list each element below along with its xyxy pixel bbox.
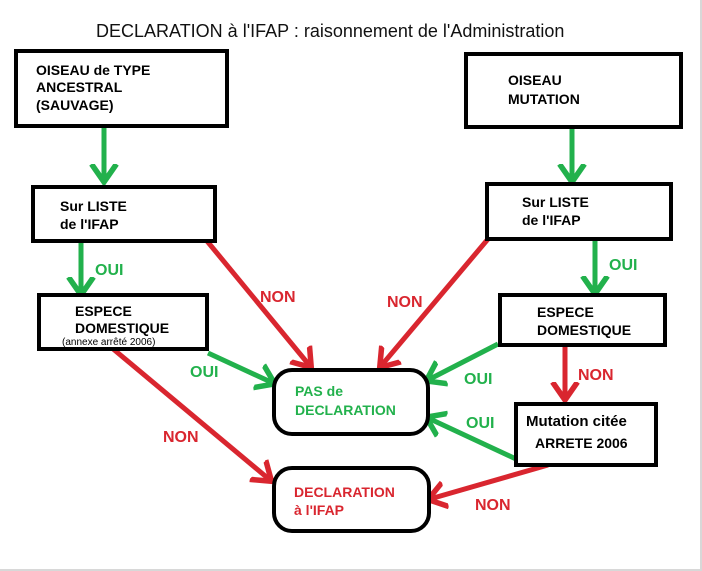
arrow-liste-left-non <box>205 239 310 366</box>
node-declaration-ifap: DECLARATION à l'IFAP <box>272 466 431 533</box>
node-liste-right-line-2: de l'IFAP <box>522 212 581 228</box>
arrow-liste-right-non <box>381 237 490 366</box>
node-espece-right: ESPECE DOMESTIQUE <box>498 293 667 347</box>
node-mutation-line-2: MUTATION <box>508 91 580 107</box>
arrow-espece-left-oui <box>206 350 273 383</box>
node-pas-declaration-line-1: PAS de <box>295 383 343 399</box>
label-non-mutation-citee: NON <box>475 497 511 514</box>
node-espece-right-line-2: DOMESTIQUE <box>537 322 631 338</box>
node-espece-left-line-1: ESPECE <box>75 303 132 319</box>
node-ancestral-line-3: (SAUVAGE) <box>36 97 114 113</box>
label-non-espece-left: NON <box>163 429 199 446</box>
node-espece-left: ESPECE DOMESTIQUE (annexe arrêté 2006) <box>37 293 209 351</box>
arrow-mutation-citee-oui <box>428 418 518 462</box>
label-non-liste-right: NON <box>387 294 423 311</box>
node-espece-right-line-1: ESPECE <box>537 304 594 320</box>
node-ancestral-line-1: OISEAU de TYPE <box>36 62 150 78</box>
arrow-espece-right-oui <box>428 341 500 380</box>
label-oui-espece-left: OUI <box>190 364 218 381</box>
node-mutation-citee: Mutation citée ARRETE 2006 <box>514 402 658 467</box>
node-liste-left: Sur LISTE de l'IFAP <box>31 185 217 243</box>
node-ancestral-line-2: ANCESTRAL <box>36 79 123 95</box>
label-oui-espece-right: OUI <box>464 371 492 388</box>
node-pas-de-declaration: PAS de DECLARATION <box>272 368 430 436</box>
node-oiseau-mutation: OISEAU MUTATION <box>464 52 683 129</box>
label-oui-liste-left: OUI <box>95 262 123 279</box>
node-pas-declaration-line-2: DECLARATION <box>295 402 396 418</box>
node-declaration-ifap-line-2: à l'IFAP <box>294 502 344 518</box>
node-liste-left-line-1: Sur LISTE <box>60 198 127 214</box>
diagram-title: DECLARATION à l'IFAP : raisonnement de l… <box>96 21 564 41</box>
node-oiseau-ancestral: OISEAU de TYPE ANCESTRAL (SAUVAGE) <box>14 49 229 128</box>
node-liste-right: Sur LISTE de l'IFAP <box>485 182 673 241</box>
node-espece-left-note: (annexe arrêté 2006) <box>62 337 155 348</box>
label-non-espece-right: NON <box>578 367 614 384</box>
node-mutation-citee-line-1: Mutation citée <box>526 413 627 430</box>
node-liste-right-line-1: Sur LISTE <box>522 194 589 210</box>
label-oui-mutation-citee: OUI <box>466 415 494 432</box>
node-mutation-citee-line-2: ARRETE 2006 <box>535 435 628 451</box>
label-non-liste-left: NON <box>260 289 296 306</box>
arrow-espece-left-non <box>110 346 270 480</box>
node-liste-left-line-2: de l'IFAP <box>60 216 119 232</box>
node-mutation-line-1: OISEAU <box>508 72 562 88</box>
label-oui-liste-right: OUI <box>609 257 637 274</box>
node-declaration-ifap-line-1: DECLARATION <box>294 484 395 500</box>
arrow-mutation-citee-non <box>430 462 549 499</box>
node-espece-left-line-2: DOMESTIQUE <box>75 320 169 336</box>
